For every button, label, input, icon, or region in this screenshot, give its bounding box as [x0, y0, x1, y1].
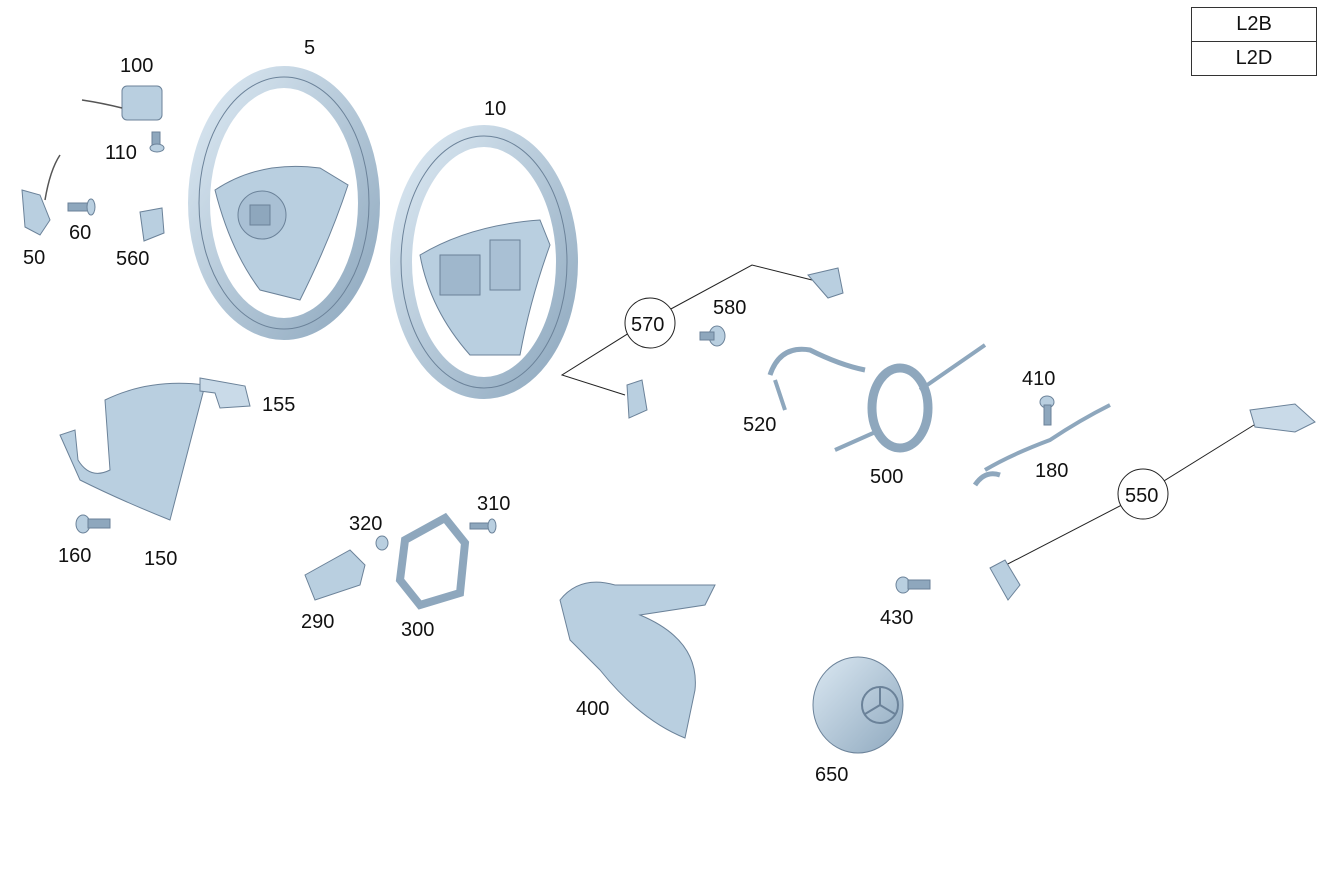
code-row: L2D — [1192, 42, 1317, 76]
code-cell: L2B — [1191, 7, 1317, 42]
callout-circle-570 — [624, 297, 676, 349]
part-550-switch-lower — [989, 559, 1021, 601]
leader-550-lower — [1001, 493, 1144, 568]
part-60-bolt — [67, 198, 96, 216]
part-430-screw — [895, 576, 931, 594]
label-310: 310 — [477, 493, 510, 515]
leader-570-lower — [560, 322, 646, 396]
part-320-spring — [375, 535, 389, 551]
part-560-cover — [139, 207, 165, 242]
label-570: 570 — [631, 314, 664, 336]
label-430: 430 — [880, 607, 913, 629]
label-580: 580 — [713, 297, 746, 319]
label-160: 160 — [58, 545, 91, 567]
label-560: 560 — [116, 248, 149, 270]
part-520-cable — [767, 346, 866, 411]
label-60: 60 — [69, 222, 91, 244]
part-110-screw — [149, 131, 165, 153]
label-5: 5 — [304, 37, 315, 59]
label-500: 500 — [870, 466, 903, 488]
code-row: L2B — [1191, 7, 1317, 42]
part-180-harness — [972, 403, 1111, 487]
part-580-clip — [699, 325, 726, 347]
part-650-airbag — [812, 656, 904, 754]
part-160-screw — [75, 514, 111, 534]
label-110: 110 — [105, 142, 137, 164]
part-550-switch-upper — [1249, 403, 1316, 433]
part-100-switch — [81, 85, 163, 121]
part-155-trim — [199, 377, 251, 409]
label-155: 155 — [262, 394, 295, 416]
leader-570-upper — [644, 264, 813, 324]
part-310-screw — [469, 518, 497, 534]
label-300: 300 — [401, 619, 434, 641]
part-150-lower-cover — [59, 382, 206, 521]
steering-wheel-5 — [188, 66, 380, 340]
part-570-cover-lower — [626, 379, 648, 419]
label-410: 410 — [1022, 368, 1055, 390]
part-400-trim-cover — [559, 581, 716, 739]
label-400: 400 — [576, 698, 609, 720]
callout-circle-550 — [1117, 468, 1169, 520]
label-150: 150 — [144, 548, 177, 570]
part-290-module — [304, 549, 366, 601]
label-100: 100 — [120, 55, 153, 77]
label-320: 320 — [349, 513, 382, 535]
label-10: 10 — [484, 98, 506, 120]
label-180: 180 — [1035, 460, 1068, 482]
label-290: 290 — [301, 611, 334, 633]
part-50-paddle — [21, 154, 61, 236]
part-570-cover-upper — [807, 267, 844, 299]
part-410-screw — [1039, 395, 1055, 426]
steering-wheel-10 — [390, 125, 578, 399]
part-300-bracket — [395, 512, 470, 610]
label-550: 550 — [1125, 485, 1158, 507]
label-650: 650 — [815, 764, 848, 786]
label-520: 520 — [743, 414, 776, 436]
label-50: 50 — [23, 247, 45, 269]
variant-code-table: L2B L2D — [1191, 7, 1317, 76]
part-500-clock-spring — [834, 343, 987, 453]
code-cell: L2D — [1235, 47, 1273, 69]
